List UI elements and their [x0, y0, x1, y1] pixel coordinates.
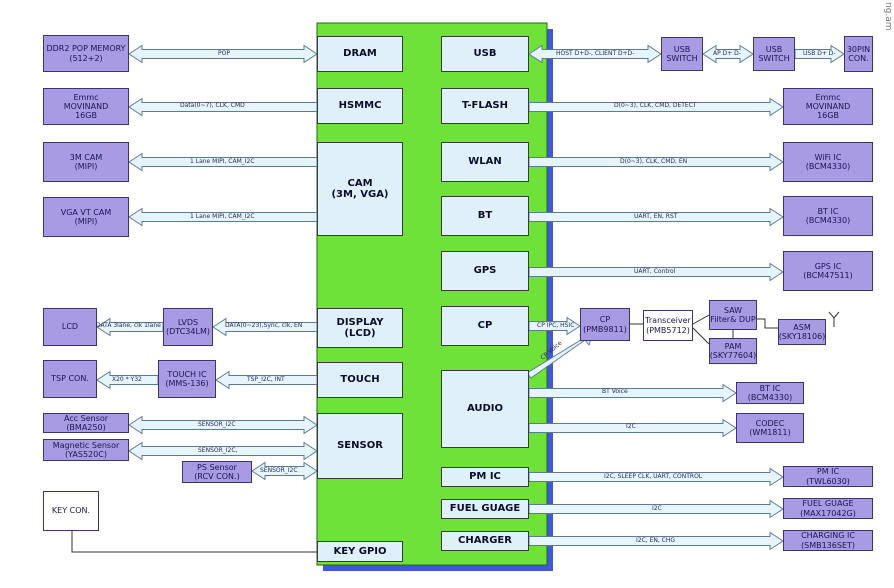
- saw-filter[interactable]: SAW Filter& DUP: [709, 300, 757, 330]
- label-fuel-i2c: I2C: [652, 505, 662, 512]
- bt-ic[interactable]: BT IC (BCM4330): [783, 196, 873, 236]
- transceiver-pam-line: [692, 327, 710, 345]
- label-x20y32: X20 * Y32: [112, 376, 142, 383]
- key-line: [71, 531, 317, 553]
- emmc-right[interactable]: Emmc MOVINAND 16GB: [783, 88, 873, 125]
- wlan-block[interactable]: WLAN: [441, 142, 529, 182]
- sensor-block[interactable]: SENSOR: [317, 413, 403, 479]
- bt-block[interactable]: BT: [441, 196, 529, 236]
- usb-switch-2[interactable]: USB SWITCH: [753, 37, 795, 71]
- transceiver[interactable]: Transceiver (PMB5712): [643, 310, 693, 341]
- acc-sensor[interactable]: Acc Sensor (BMA250): [43, 413, 129, 433]
- arrow-charger: [528, 531, 784, 551]
- label-charger-bus: I2C, EN, CHG: [636, 537, 676, 544]
- antenna-head: [828, 311, 840, 319]
- label-sensor-i2c-3: SENSOR_I2C: [260, 467, 298, 474]
- label-usb-dd: USB D+ D-: [803, 50, 836, 57]
- pam[interactable]: PAM (SKY77604): [709, 338, 757, 364]
- ps-sensor[interactable]: PS Sensor (RCV CON.): [182, 461, 252, 483]
- pmic-block[interactable]: PM IC: [441, 467, 529, 487]
- cp-block[interactable]: CP: [441, 306, 529, 346]
- tsp-con[interactable]: TSP CON.: [43, 360, 97, 398]
- label-bt-voice: BT Voice: [602, 388, 628, 395]
- usb-switch-1[interactable]: USB SWITCH: [661, 37, 703, 71]
- display-block[interactable]: DISPLAY (LCD): [317, 308, 403, 348]
- label-display-bus: DATA(0~23),Sync, clk, EN: [225, 322, 303, 329]
- arrow-gps: [528, 262, 784, 282]
- charging-ic[interactable]: CHARGING IC (SMB136SET): [783, 530, 873, 551]
- arrow-pmic: [528, 467, 784, 487]
- arrow-cp: [528, 316, 581, 336]
- pm-ic[interactable]: PM IC (TWL6030): [783, 466, 873, 487]
- dram-block[interactable]: DRAM: [317, 36, 403, 72]
- label-cp-bus: CP IPC, HSIC: [537, 322, 575, 329]
- label-tflash-bus: D(0~3), CLK, CMD, DETECT: [614, 102, 697, 109]
- magnetic-sensor[interactable]: Magnetic Sensor (YAS520C): [43, 439, 129, 461]
- arrow-codec-i2c: [528, 418, 737, 438]
- cam-3m[interactable]: 3M CAM (MIPI): [43, 142, 129, 182]
- label-sensor-i2c-2: SENSOR_I2C,: [198, 447, 238, 454]
- fuel-gauge-block[interactable]: FUEL GUAGE: [441, 499, 529, 519]
- label-lvds-lcd: DATA 3lane, clk 1lane: [96, 322, 161, 329]
- codec[interactable]: CODEC (WM1811): [736, 413, 804, 443]
- bus-arrows: [96, 44, 845, 551]
- label-hsmmc-bus: Data(0~7), CLK, CMD: [180, 102, 245, 109]
- label-bt-bus: UART, EN, RST: [634, 213, 678, 220]
- cam-block[interactable]: CAM (3M, VGA): [317, 142, 403, 236]
- key-gpio-block[interactable]: KEY GPIO: [317, 541, 403, 562]
- usb-block[interactable]: USB: [441, 36, 529, 72]
- label-gps-bus: UART, Control: [634, 268, 676, 275]
- hsmmc-block[interactable]: HSMMC: [317, 88, 403, 124]
- emmc-left[interactable]: Emmc MOVINAND 16GB: [43, 88, 129, 125]
- key-con[interactable]: KEY CON.: [43, 491, 99, 531]
- gps-ic[interactable]: GPS IC (BCM47511): [783, 251, 873, 291]
- charger-block[interactable]: CHARGER: [441, 531, 529, 551]
- bt-ic-audio[interactable]: BT IC (BCM4330): [736, 382, 804, 404]
- lcd[interactable]: LCD: [43, 308, 97, 346]
- arrow-bt-voice: [528, 383, 737, 403]
- ddr2-memory[interactable]: DDR2 POP MEMORY (512+2): [43, 35, 129, 72]
- arrow-usb-dd: [794, 44, 845, 64]
- cp-chip[interactable]: CP (PMB9811): [580, 308, 630, 341]
- label-mipi-vga: 1 Lane MIPI, CAM_I2C: [190, 213, 255, 220]
- signal-lines: [71, 311, 840, 553]
- con-30pin[interactable]: 30PIN CON.: [844, 36, 873, 72]
- label-pop: POP: [218, 50, 230, 57]
- wifi-ic[interactable]: WiFi IC (BCM4330): [783, 142, 873, 182]
- label-wlan-bus: D(0~3), CLK, CMD, EN: [620, 158, 688, 165]
- arrow-fuel: [528, 499, 784, 519]
- arrow-bt: [528, 207, 784, 227]
- label-ap-dd: AP D+ D-: [713, 50, 741, 57]
- arrow-wlan: [528, 152, 784, 172]
- asm[interactable]: ASM (SKY18106): [778, 319, 826, 345]
- touch-ic[interactable]: TOUCH IC (MMS-136): [158, 360, 216, 398]
- fuel-gauge-ic[interactable]: FUEL GUAGE (MAX17042G): [783, 498, 873, 519]
- label-usb-bus: HOST D+D-, CLIENT D+D-: [556, 50, 635, 57]
- transceiver-saw-line: [692, 314, 710, 325]
- gps-block[interactable]: GPS: [441, 251, 529, 291]
- label-pmic-bus: I2C, SLEEP CLK, UART, CONTROL: [604, 473, 703, 480]
- tflash-block[interactable]: T-FLASH: [441, 88, 529, 124]
- label-tsp-i2c: TSP_I2C, INT: [247, 376, 285, 383]
- cam-vga[interactable]: VGA VT CAM (MIPI): [43, 197, 129, 237]
- touch-block[interactable]: TOUCH: [317, 362, 403, 398]
- arrow-tflash: [528, 97, 784, 117]
- label-codec-i2c: I2C: [626, 423, 636, 430]
- label-mipi-3m: 1 Lane MIPI, CAM_I2C: [190, 158, 255, 165]
- corner-text: ng.am: [883, 2, 893, 31]
- saw-asm-line: [757, 318, 778, 329]
- label-sensor-i2c-1: SENSOR_I2C: [198, 421, 236, 428]
- lvds[interactable]: LVDS (DTC34LM): [163, 308, 213, 346]
- audio-block[interactable]: AUDIO: [441, 370, 529, 448]
